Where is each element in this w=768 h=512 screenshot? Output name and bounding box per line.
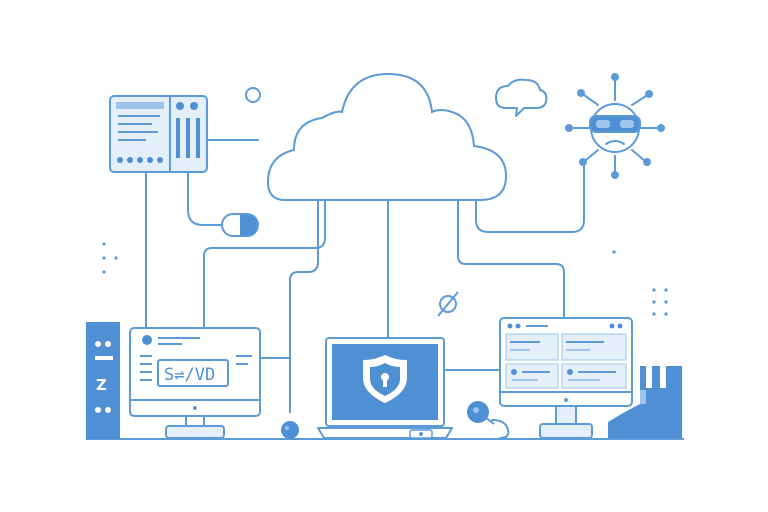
cloud-icon bbox=[266, 72, 508, 201]
side-panel-label: Z bbox=[96, 376, 107, 394]
small-circle bbox=[245, 87, 261, 103]
chair-icon bbox=[608, 366, 682, 438]
small-round-device-icon bbox=[281, 421, 299, 439]
dashboard-monitor-icon bbox=[499, 317, 633, 439]
server-rack-icon bbox=[109, 95, 208, 173]
decorative-dots-left bbox=[102, 242, 118, 274]
speech-bubble-icon bbox=[495, 78, 548, 117]
desktop-screen-label: S⇌/VD bbox=[164, 365, 215, 385]
server-tower-icon: Z bbox=[86, 322, 120, 439]
capsule-icon bbox=[221, 213, 259, 237]
desktop-monitor-icon: S⇌/VD bbox=[129, 327, 261, 439]
shield-lock-icon bbox=[363, 354, 407, 404]
vr-headset-user-icon bbox=[565, 73, 665, 179]
satellite-icon bbox=[437, 291, 459, 317]
decorative-dots-right bbox=[612, 250, 668, 316]
webcam-icon bbox=[467, 401, 495, 425]
connection-lines bbox=[145, 139, 585, 439]
